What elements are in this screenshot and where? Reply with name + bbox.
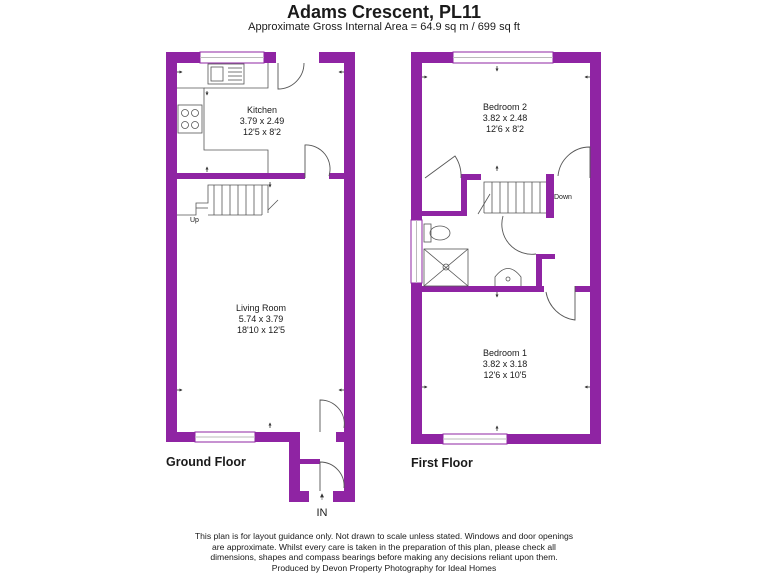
bedroom2-name: Bedroom 2 — [483, 102, 527, 112]
producer-credit: Produced by Devon Property Photography f… — [271, 562, 497, 573]
bedroom1-imperial: 12'6 x 10'5 — [484, 370, 527, 380]
kitchen-name: Kitchen — [247, 105, 277, 115]
disclaimer-line-2: are approximate. Whilst every care is ta… — [212, 541, 556, 552]
first-floor-stairs — [477, 181, 546, 215]
bathroom-fittings — [423, 223, 522, 287]
bedroom2-metric: 3.82 x 2.48 — [483, 113, 528, 123]
kitchen-fittings — [177, 63, 269, 173]
living-room-imperial: 18'10 x 12'5 — [237, 325, 285, 335]
first-floor-dimension-arrows — [422, 66, 590, 431]
gross-area: Approximate Gross Internal Area = 64.9 s… — [248, 21, 520, 33]
kitchen-metric: 3.79 x 2.49 — [240, 116, 285, 126]
plan-title: Adams Crescent, PL11 — [286, 2, 482, 22]
disclaimer-line-3: dimensions, shapes and compass bearings … — [210, 552, 558, 563]
ground-floor-label: Ground Floor — [166, 455, 246, 469]
disclaimer: This plan is for layout guidance only. N… — [0, 531, 768, 573]
bedroom1-name: Bedroom 1 — [483, 348, 527, 358]
kitchen-imperial: 12'5 x 8'2 — [243, 127, 281, 137]
living-room-name: Living Room — [236, 303, 286, 313]
ground-floor-doors — [277, 62, 345, 491]
living-room-metric: 5.74 x 3.79 — [239, 314, 284, 324]
first-floor-label: First Floor — [411, 456, 473, 470]
ground-floor-windows — [194, 51, 265, 443]
entrance-label: IN — [317, 507, 328, 519]
ground-floor-stairs — [177, 184, 279, 216]
disclaimer-line-1: This plan is for layout guidance only. N… — [194, 531, 574, 541]
bedroom2-imperial: 12'6 x 8'2 — [486, 124, 524, 134]
first-floor-windows — [410, 51, 554, 445]
ground-floor-dimension-arrows — [177, 70, 344, 428]
bedroom1-metric: 3.82 x 3.18 — [483, 359, 528, 369]
stairs-down-label: Down — [554, 194, 572, 201]
first-floor-doors — [424, 146, 591, 321]
stairs-up-label: Up — [190, 217, 199, 224]
